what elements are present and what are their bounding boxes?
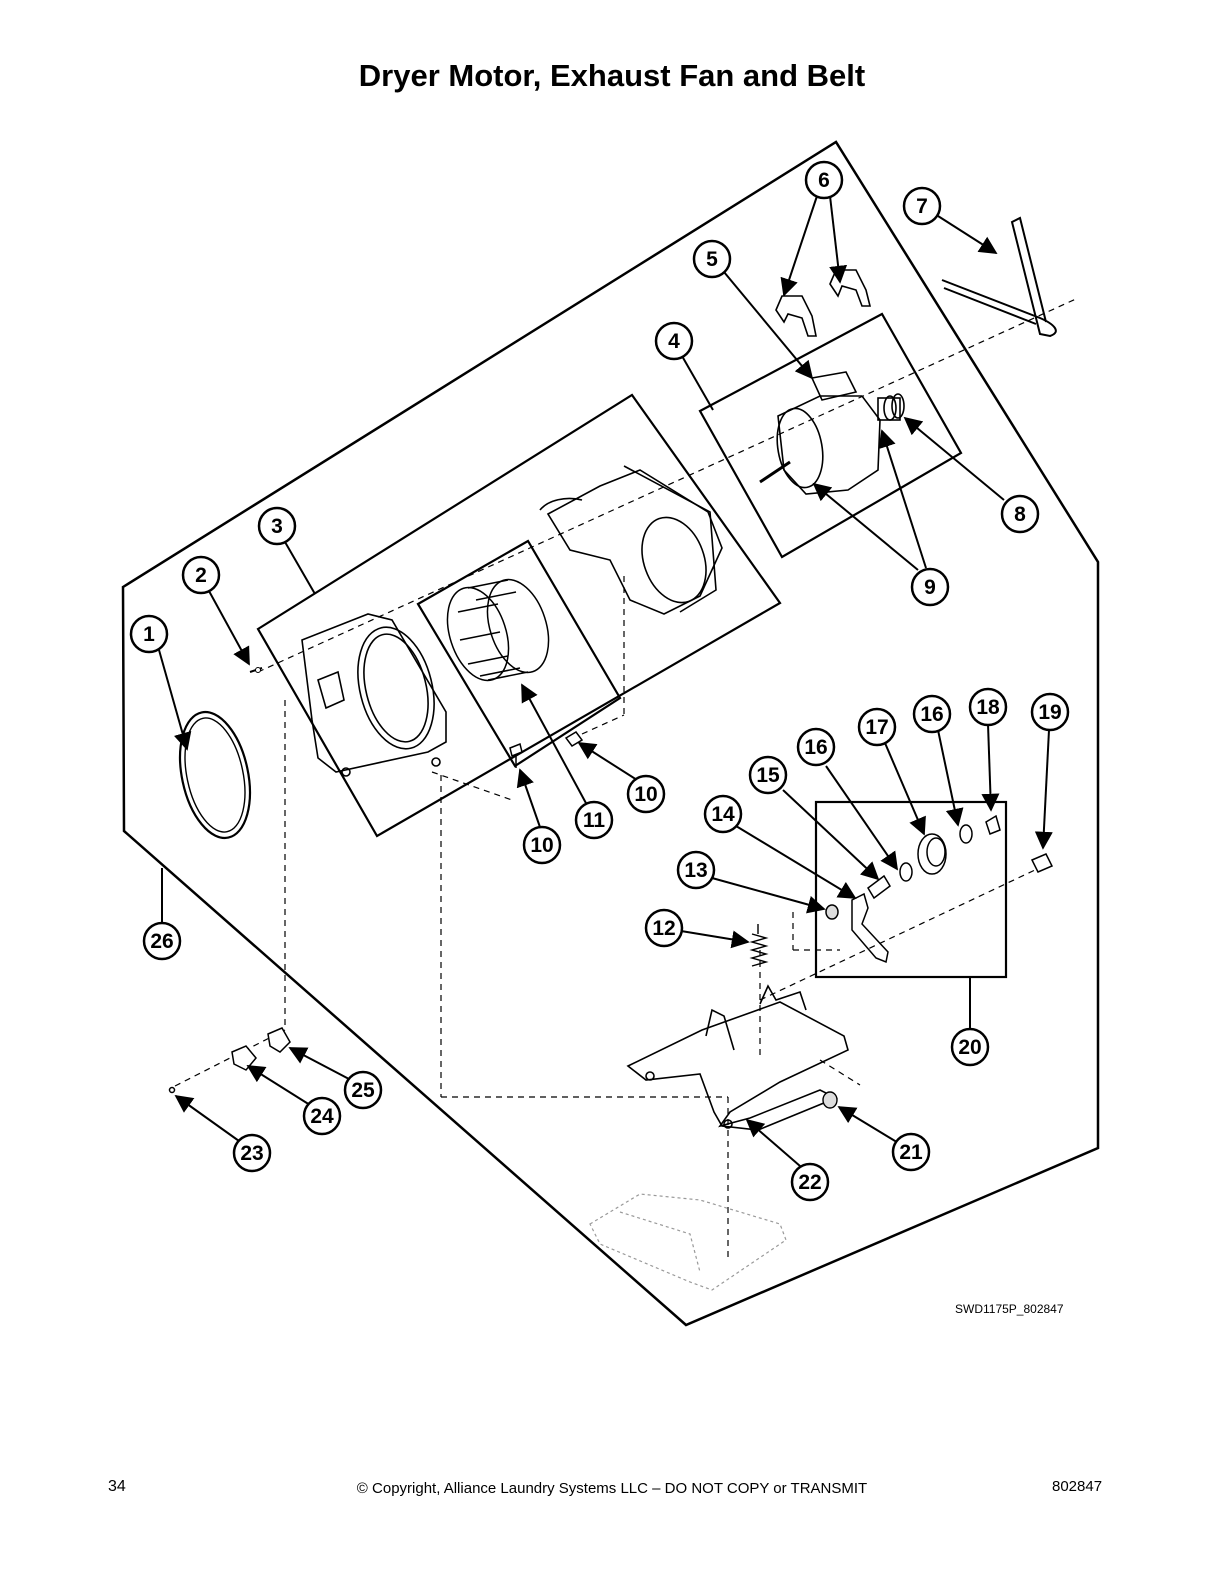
svg-text:16: 16 <box>920 703 943 726</box>
blower-housing-box <box>256 393 782 838</box>
idler-parts <box>825 814 1054 964</box>
callout-24: 24 <box>302 1096 342 1136</box>
svg-text:15: 15 <box>756 764 780 787</box>
blower-housing-plate-part <box>301 613 447 777</box>
callouts: 1 2 3 4 5 6 7 8 9 10 10 11 12 13 14 15 1… <box>129 160 1070 1202</box>
svg-text:22: 22 <box>798 1171 821 1194</box>
svg-text:4: 4 <box>668 330 680 353</box>
ghosted-base-part <box>589 1193 787 1291</box>
callout-9: 9 <box>910 567 950 607</box>
footer-page-number: 34 <box>108 1478 126 1495</box>
callout-6: 6 <box>804 160 844 200</box>
callout-13: 13 <box>676 850 716 890</box>
callout-16a: 16 <box>796 727 836 767</box>
assembly-outline <box>121 140 1100 1327</box>
callout-18: 18 <box>968 687 1008 727</box>
svg-text:16: 16 <box>804 736 827 759</box>
leader-arrows <box>158 195 1053 1167</box>
svg-text:1: 1 <box>143 623 155 646</box>
idler-assembly-box <box>814 800 1008 979</box>
callout-12: 12 <box>644 908 684 948</box>
svg-text:2: 2 <box>195 564 207 587</box>
alignment-lines <box>174 297 1079 1262</box>
svg-text:8: 8 <box>1014 503 1026 526</box>
svg-text:20: 20 <box>958 1036 981 1059</box>
housing-screws-part <box>509 731 584 768</box>
nut-part <box>822 1091 838 1109</box>
callout-15: 15 <box>748 755 788 795</box>
callout-25: 25 <box>343 1070 383 1110</box>
callout-5: 5 <box>692 239 732 279</box>
svg-text:7: 7 <box>916 195 928 218</box>
callout-17: 17 <box>857 707 897 747</box>
svg-text:10: 10 <box>634 783 657 806</box>
svg-text:9: 9 <box>924 576 936 599</box>
svg-text:25: 25 <box>351 1079 375 1102</box>
svg-text:14: 14 <box>711 803 735 826</box>
callout-8: 8 <box>1000 494 1040 534</box>
callout-10a: 10 <box>626 774 666 814</box>
callout-4: 4 <box>654 321 694 361</box>
fan-wheel-box <box>416 539 622 768</box>
svg-text:21: 21 <box>899 1141 923 1164</box>
seal-ring-part <box>178 710 252 840</box>
callout-10b: 10 <box>522 825 562 865</box>
spring-part <box>749 924 769 967</box>
motor-mount-base-part <box>626 984 849 1131</box>
motor-box <box>698 312 963 559</box>
callout-26: 26 <box>142 921 182 961</box>
drive-belt-part <box>941 216 1057 338</box>
callout-3: 3 <box>257 506 297 546</box>
page-title: Dryer Motor, Exhaust Fan and Belt <box>358 58 866 93</box>
svg-text:19: 19 <box>1038 701 1061 724</box>
callout-2: 2 <box>181 555 221 595</box>
motor-clips-part <box>775 269 872 337</box>
callout-14: 14 <box>703 794 743 834</box>
fan-wheel-part <box>446 578 550 682</box>
motor-pulley-part <box>883 393 905 421</box>
svg-text:23: 23 <box>240 1142 263 1165</box>
svg-text:24: 24 <box>310 1105 334 1128</box>
callout-7: 7 <box>902 186 942 226</box>
callout-20: 20 <box>950 1027 990 1067</box>
svg-text:3: 3 <box>271 515 283 538</box>
svg-text:6: 6 <box>818 169 830 192</box>
callout-22: 22 <box>790 1162 830 1202</box>
svg-text:10: 10 <box>530 834 553 857</box>
callout-19: 19 <box>1030 692 1070 732</box>
svg-text:12: 12 <box>652 917 675 940</box>
svg-text:18: 18 <box>976 696 1000 719</box>
footer-copyright: © Copyright, Alliance Laundry Systems LL… <box>356 1480 868 1497</box>
svg-text:17: 17 <box>865 716 888 739</box>
svg-text:26: 26 <box>150 930 173 953</box>
callout-16b: 16 <box>912 694 952 734</box>
callout-21: 21 <box>891 1132 931 1172</box>
callout-11: 11 <box>574 800 614 840</box>
screw-part <box>249 667 263 673</box>
footer-doc-number: 802847 <box>1052 1478 1103 1495</box>
svg-text:11: 11 <box>583 809 606 832</box>
callout-23: 23 <box>232 1133 272 1173</box>
svg-text:13: 13 <box>684 859 707 882</box>
svg-text:5: 5 <box>706 248 718 271</box>
image-reference-code: SWD1175P_802847 <box>955 1302 1064 1316</box>
switch-parts <box>168 1027 291 1094</box>
blower-housing-shell-part <box>539 465 723 615</box>
callout-1: 1 <box>129 614 169 654</box>
